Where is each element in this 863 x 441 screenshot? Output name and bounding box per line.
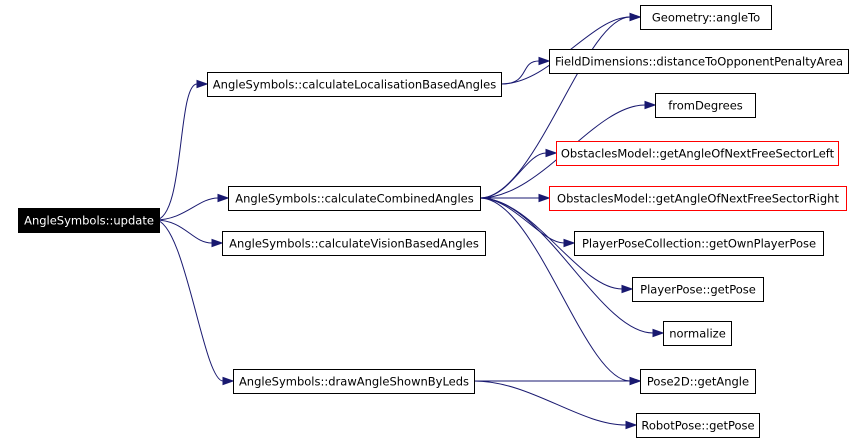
node-calc-comb[interactable]: AngleSymbols::calculateCombinedAngles [228, 186, 481, 211]
node-label: ObstaclesModel::getAngleOfNextFreeSector… [561, 147, 835, 161]
node-get-angle[interactable]: Pose2D::getAngle [640, 369, 756, 394]
node-get-pose[interactable]: PlayerPose::getPose [632, 277, 764, 302]
node-box [18, 208, 160, 233]
edge-calc-comb-to-normalize [479, 197, 654, 334]
node-own-pose[interactable]: PlayerPoseCollection::getOwnPlayerPose [574, 231, 824, 256]
node-label: PlayerPoseCollection::getOwnPlayerPose [582, 237, 816, 251]
node-draw-leds[interactable]: AngleSymbols::drawAngleShownByLeds [233, 369, 475, 394]
edge-calc-comb-to-get-angle [479, 197, 631, 382]
node-box [228, 186, 481, 211]
node-box [574, 231, 824, 256]
node-obs-left[interactable]: ObstaclesModel::getAngleOfNextFreeSector… [556, 141, 839, 166]
node-label: PlayerPose::getPose [640, 283, 756, 297]
node-label: ObstaclesModel::getAngleOfNextFreeSector… [557, 192, 839, 206]
edge-calc-comb-to-obs-left [479, 152, 547, 199]
edge-calc-comb-to-angle-to [479, 16, 631, 199]
node-box [549, 49, 849, 74]
edge-calc-comb-to-normalize-arrowhead [652, 328, 665, 338]
edge-update-to-calc-vis-arrowhead [211, 238, 224, 248]
edge-calc-comb-to-own-pose-arrowhead [563, 238, 576, 248]
edge-draw-leds-to-robot-pose [473, 380, 627, 426]
edge-calc-comb-to-obs-right-arrowhead [538, 193, 551, 203]
node-calc-vis[interactable]: AngleSymbols::calculateVisionBasedAngles [222, 231, 486, 256]
node-label: AngleSymbols::calculateVisionBasedAngles [229, 237, 479, 251]
edge-update-to-draw-leds-arrowhead [222, 376, 235, 386]
node-label: normalize [669, 327, 726, 341]
node-label: RobotPose::getPose [641, 419, 754, 433]
edge-draw-leds-to-get-angle-arrowhead [629, 376, 642, 386]
edge-update-to-draw-leds [154, 219, 224, 382]
edge-update-to-calc-loc-arrowhead [196, 79, 209, 89]
node-label: fromDegrees [668, 99, 743, 113]
node-box [556, 141, 839, 166]
node-box [636, 413, 760, 438]
node-update[interactable]: AngleSymbols::update [18, 208, 160, 233]
edge-update-to-calc-vis [154, 219, 213, 244]
node-label: AngleSymbols::drawAngleShownByLeds [239, 375, 469, 389]
nodes-layer: AngleSymbols::updateAngleSymbols::calcul… [18, 5, 849, 438]
node-angle-to[interactable]: Geometry::angleTo [640, 5, 772, 30]
edge-update-to-calc-comb [154, 197, 219, 221]
edge-update-to-calc-comb-arrowhead [217, 193, 230, 203]
node-calc-loc[interactable]: AngleSymbols::calculateLocalisationBased… [207, 72, 502, 97]
node-box [632, 277, 764, 302]
node-label: Pose2D::getAngle [647, 375, 749, 389]
node-label: FieldDimensions::distanceToOpponentPenal… [555, 55, 843, 69]
node-box [207, 72, 502, 97]
edge-draw-leds-to-robot-pose-arrowhead [625, 420, 638, 430]
edge-calc-comb-to-get-pose-arrowhead [621, 284, 634, 294]
node-box [549, 186, 847, 211]
node-box [233, 369, 475, 394]
edge-calc-comb-to-from-deg-arrowhead [644, 100, 657, 110]
node-label: AngleSymbols::calculateCombinedAngles [235, 192, 473, 206]
edge-calc-comb-to-obs-left-arrowhead [545, 148, 558, 158]
node-label: AngleSymbols::calculateLocalisationBased… [213, 78, 496, 92]
edge-calc-loc-to-dist-pen [500, 60, 540, 85]
node-box [640, 5, 772, 30]
node-obs-right[interactable]: ObstaclesModel::getAngleOfNextFreeSector… [549, 186, 847, 211]
node-from-deg[interactable]: fromDegrees [655, 93, 756, 118]
node-robot-pose[interactable]: RobotPose::getPose [636, 413, 760, 438]
node-box [222, 231, 486, 256]
edge-calc-comb-to-angle-to-arrowhead [629, 12, 642, 22]
node-normalize[interactable]: normalize [663, 321, 732, 346]
edge-calc-loc-to-dist-pen-arrowhead [538, 56, 551, 66]
node-box [663, 321, 732, 346]
node-box [655, 93, 756, 118]
node-box [640, 369, 756, 394]
edge-update-to-calc-loc [154, 83, 198, 221]
node-dist-pen[interactable]: FieldDimensions::distanceToOpponentPenal… [549, 49, 849, 74]
node-label: AngleSymbols::update [24, 214, 154, 228]
node-label: Geometry::angleTo [652, 11, 760, 25]
